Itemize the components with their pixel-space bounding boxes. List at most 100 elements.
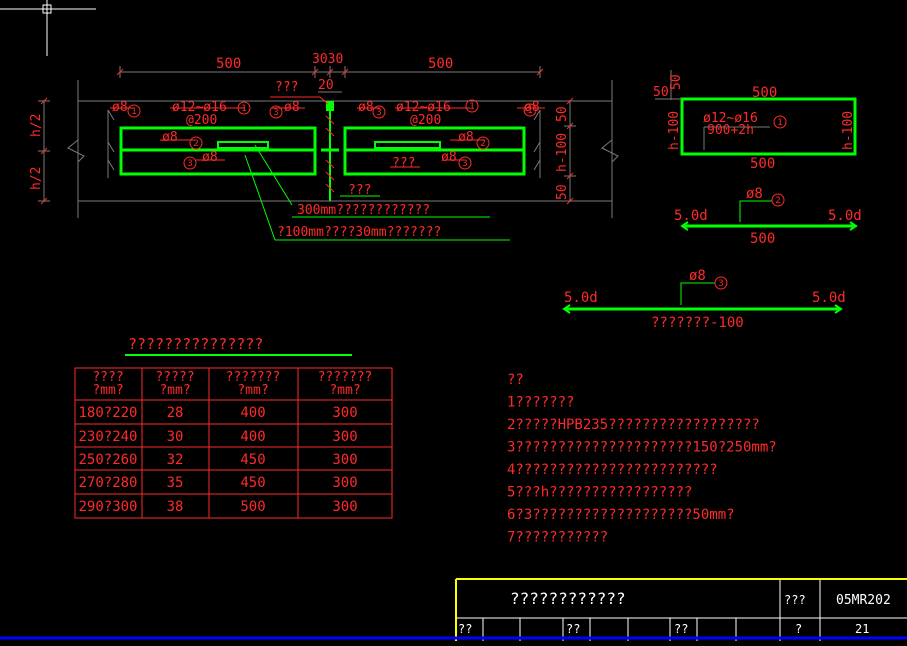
detail1-dim-50: 50 [653,85,669,100]
spacing-label-b: @200 [410,113,441,128]
bar-phi8-label-c: ø8 [358,100,374,115]
table-cell: 300 [332,452,357,468]
phi8-low-label-b: ø8 [441,150,457,165]
detail3-label: ø8 [689,268,706,284]
title-row2-c: ?? [674,622,688,636]
table-cell: 300 [332,429,357,445]
note-line: 6?3???????????????????50mm? [507,507,735,523]
table-cell: 300 [332,405,357,421]
dim-left-500: 500 [216,56,241,72]
table-header-cell: ??????? [226,370,281,385]
circle-num-2b: 2 [480,139,485,149]
leader-lines-green [244,144,510,241]
spacing-label-a: @200 [186,113,217,128]
dim-20: 20 [318,78,334,93]
title-block: ???????????? ??? 05MR202 ?? ?? ?? ? 21 [0,578,907,641]
note-line: 2?????HPB235?????????????????? [507,417,760,433]
detail-rebar-3: ø8 3 5.0d 5.0d ???????-100 [562,268,846,331]
detail3-hook-left: 5.0d [564,290,598,306]
table-cell: 35 [167,475,184,491]
table-header-cell: ??????? [318,370,373,385]
note-line: 4???????????????????????? [507,462,718,478]
crosshair-cursor [0,0,96,56]
rebar-cage-right [343,126,526,176]
table-cell: 400 [240,429,265,445]
detail2-hook-left: 5.0d [674,208,708,224]
top-callout: ??? [275,80,298,95]
dim-right-50-top: 50 [555,106,570,122]
drawing-title: ???????????? [510,589,626,608]
detail1-dim-50-left: 50 [669,74,684,90]
notes-block: ?? 1??????? 2?????HPB235??????????????????… [507,372,777,546]
dim-right-500: 500 [428,56,453,72]
note-100mm: ?100mm????30mm??????? [277,225,441,240]
note-line: 1??????? [507,395,574,411]
circle-num-1d: 1 [527,106,532,116]
table-header-cell: ?mm? [92,383,123,398]
circle-num-2a: 2 [193,139,198,149]
table-cell: 300 [332,475,357,491]
table-cell: 250?260 [78,452,137,468]
rebar-cage-left [119,126,317,176]
table-header-cell: ?mm? [237,383,268,398]
detail3-length: ???????-100 [651,315,744,331]
circle-num-3b: 3 [376,108,381,118]
phi8-mid-label-a: ø8 [162,130,178,145]
table-cell: 180?220 [78,405,137,421]
lower-callout: ??? [348,183,371,198]
note-line: 3?????????????????????150?250mm? [507,440,777,456]
dim-right-50-bottom: 50 [555,184,570,200]
phi8-mid-label-b: ø8 [458,130,474,145]
title-row2-d: ? [795,622,802,636]
table-cell: 450 [240,475,265,491]
table-cell: 400 [240,405,265,421]
detail1-circle: 1 [777,118,782,128]
detail3-hook-right: 5.0d [812,290,846,306]
title-row2-b: ?? [566,622,580,636]
detail1-bar: ø12~ø16 [703,111,758,126]
table-cell: 270?280 [78,475,137,491]
detail-rebar-2: ø8 2 5.0d 5.0d 500 [674,186,862,247]
detail-rebar-1: 50 50 500 500 h-100 h-100 ø12~ø16 900+2h… [653,70,857,172]
dim-3030: 3030 [312,52,343,67]
table-cell: 300 [332,499,357,515]
leader-lines [110,96,545,168]
circle-num-1b: 1 [241,104,246,114]
detail1-bottom: 500 [750,156,775,172]
notes-heading: ?? [507,372,524,388]
detail1-left: h-100 [667,111,682,150]
dim-h-half-top: h/2 [29,114,44,137]
phi8-low-label-a: ø8 [202,150,218,165]
table-cell: 28 [167,405,184,421]
bar-phi12-label-b: ø12~ø16 [396,100,451,115]
circle-markers [127,99,537,170]
detail1-length: 900+2h [707,123,754,138]
note-300mm: 300mm???????????? [297,203,430,218]
circle-num-3a: 3 [273,108,278,118]
title-row2-a: ?? [458,622,472,636]
detail1-top: 500 [752,85,777,101]
circle-num-3c: 3 [187,159,192,169]
bar-phi8-label-a: ø8 [112,100,128,115]
circle-num-1a: 1 [131,107,136,117]
label-tu-ji: ??? [784,593,806,607]
note-line: 5???h????????????????? [507,485,692,501]
detail3-circle: 3 [718,279,723,289]
detail2-hook-right: 5.0d [828,208,862,224]
bar-phi12-label-a: ø12~ø16 [172,100,227,115]
table-header-cell: ?mm? [159,383,190,398]
dim-h-half-bottom: h/2 [29,167,44,190]
dimension-ticks [40,68,574,205]
table-cell: 290?300 [78,499,137,515]
table-cell: 450 [240,452,265,468]
page-number: 21 [855,622,869,636]
table-title: ??????????????? [128,335,263,353]
table-cell: 500 [240,499,265,515]
table-cell: 38 [167,499,184,515]
dim-right-h100: h-100 [555,133,570,172]
table-header-cell: ????? [155,370,194,385]
table-header-cell: ???? [92,370,123,385]
bar-phi8-label-b: ø8 [284,100,300,115]
